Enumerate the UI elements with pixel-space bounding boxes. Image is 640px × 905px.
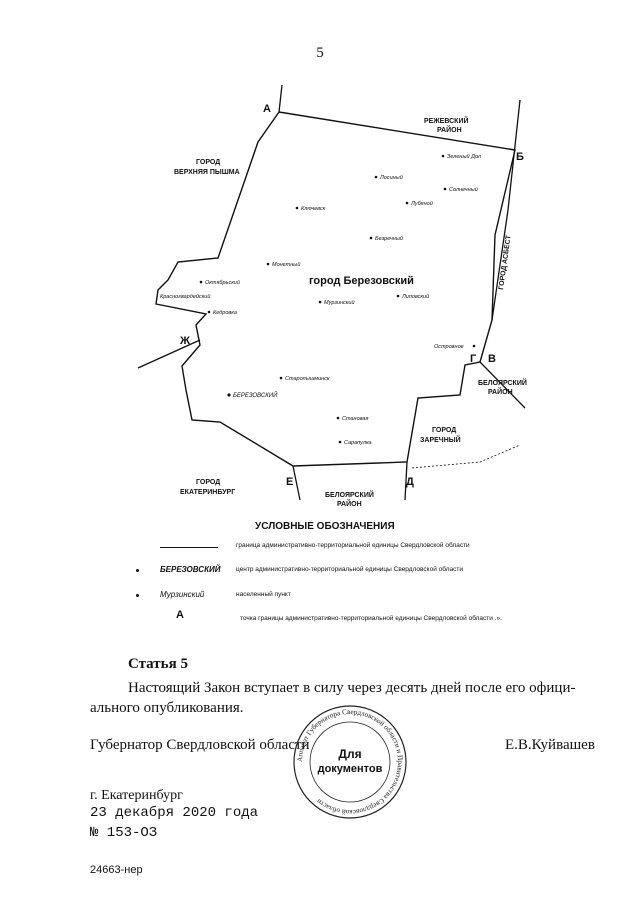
district-map: А Б В Г Д Е Ж РЕЖЕВСКИЙ РАЙОН ГОРОД ВЕРХ… xyxy=(137,84,527,508)
label-beloyarsky-south-1: БЕЛОЯРСКИЙ xyxy=(325,490,374,499)
boundary-zh-line xyxy=(137,339,201,369)
settlement-lubyanoy: Лубяной xyxy=(410,200,433,207)
zarechny-hatch xyxy=(411,444,521,469)
article-title: Статья 5 xyxy=(128,656,188,672)
legend-settlement-dot xyxy=(136,594,139,597)
label-beloyarsky-east-2: РАЙОН xyxy=(488,387,513,396)
article-text-line-2: ального опубликования. xyxy=(90,700,244,716)
legend-line-symbol xyxy=(160,547,218,548)
legend-center-dot xyxy=(136,569,139,572)
settlement-kedrovka: Кедровка xyxy=(213,310,237,316)
settlement-ostrovnoe: Островное xyxy=(434,344,464,350)
legend-text-settlement: населенный пункт xyxy=(236,591,291,598)
label-rezhevsky-2: РАЙОН xyxy=(437,125,462,134)
point-zh: Ж xyxy=(179,335,190,347)
label-rezhevsky-1: РЕЖЕВСКИЙ xyxy=(424,116,469,125)
settlement-monetny: Монетный xyxy=(272,261,300,268)
governor-title: Губернатор Свердловской области xyxy=(90,737,310,753)
settlement-klyuchevsk: Ключевск xyxy=(301,206,326,212)
label-beloyarsky-east-1: БЕЛОЯРСКИЙ xyxy=(478,378,527,387)
law-number: № 153-ОЗ xyxy=(90,825,158,841)
point-d: Д xyxy=(406,476,414,488)
settlement-sarapulka: Сарапулка xyxy=(344,440,372,446)
stamp-line-2: документов xyxy=(318,763,383,775)
point-v: В xyxy=(488,353,496,365)
legend-key-center: БЕРЕЗОВСКИЙ xyxy=(160,565,221,574)
boundary-v-line xyxy=(479,361,526,409)
document-code: 24663-нер xyxy=(90,864,143,876)
legend-text-boundary: граница административно-территориальной … xyxy=(236,542,470,549)
label-pyshma-1: ГОРОД xyxy=(196,159,220,166)
legend-title: УСЛОВНЫЕ ОБОЗНАЧЕНИЯ xyxy=(255,521,395,532)
district-boundary xyxy=(155,111,516,467)
point-g: Г xyxy=(470,353,477,365)
page-number: 5 xyxy=(316,45,324,61)
stamp-line-1: Для xyxy=(338,747,361,761)
point-a: А xyxy=(263,103,271,115)
settlements: Зеленый Дол Лосиный Солнечный Ключевск Л… xyxy=(160,153,481,446)
district-center: БЕРЕЗОВСКИЙ xyxy=(233,391,278,399)
label-ekb-1: ГОРОД xyxy=(196,479,220,486)
legend-text-point: точка границы административно-территориа… xyxy=(240,615,502,622)
settlement-zeleny-dol: Зеленый Дол xyxy=(447,153,481,160)
legend-key-point: А xyxy=(176,609,184,621)
svg-text:Аппарат Губернатора Свердловск: Аппарат Губернатора Свердловской области… xyxy=(296,708,404,816)
settlement-staropyshminsk: Старопышминск xyxy=(285,376,330,382)
article-text-line-1: Настоящий Закон вступает в силу через де… xyxy=(128,680,576,696)
point-e: Е xyxy=(286,476,293,488)
legend-key-settlement: Мурзинский xyxy=(160,590,205,599)
label-zarechny-1: ГОРОД xyxy=(432,427,456,434)
boundary-d-line xyxy=(404,461,408,501)
governor-name: Е.В.Куйвашев xyxy=(505,737,595,753)
stamp-ring-text: Аппарат Губернатора Свердловской области… xyxy=(296,708,404,816)
boundary-a-line xyxy=(278,84,283,113)
law-date: 23 декабря 2020 года xyxy=(90,805,259,821)
settlement-stanovaya: Становая xyxy=(342,416,368,422)
settlement-murzinsky: Мурзинский xyxy=(324,299,355,306)
city: г. Екатеринбург xyxy=(90,788,183,803)
settlement-bezrechny: Безречный xyxy=(375,235,403,242)
legend-text-center: центр административно-территориальной ед… xyxy=(236,566,463,573)
settlement-lipovsky: Липовский xyxy=(401,293,429,300)
boundary-b-line xyxy=(507,99,521,211)
label-ekb-2: ЕКАТЕРИНБУРГ xyxy=(180,489,235,496)
label-beloyarsky-south-2: РАЙОН xyxy=(337,499,362,508)
label-zarechny-2: ЗАРЕЧНЫЙ xyxy=(420,435,461,444)
boundary-asbest-line xyxy=(491,209,509,321)
settlement-oktyabrsky: Октябрьский xyxy=(205,279,240,286)
settlement-losiny: Лосиный xyxy=(379,174,403,181)
boundary-e-line xyxy=(292,465,301,501)
official-stamp: Аппарат Губернатора Свердловской области… xyxy=(293,705,407,819)
settlement-solnechny: Солнечный xyxy=(449,186,478,193)
settlement-krasnogvardeysky: Красногвардейский xyxy=(160,293,210,300)
point-b: Б xyxy=(516,151,524,163)
map-title: город Березовский xyxy=(309,275,414,287)
label-pyshma-2: ВЕРХНЯЯ ПЫШМА xyxy=(174,169,240,176)
